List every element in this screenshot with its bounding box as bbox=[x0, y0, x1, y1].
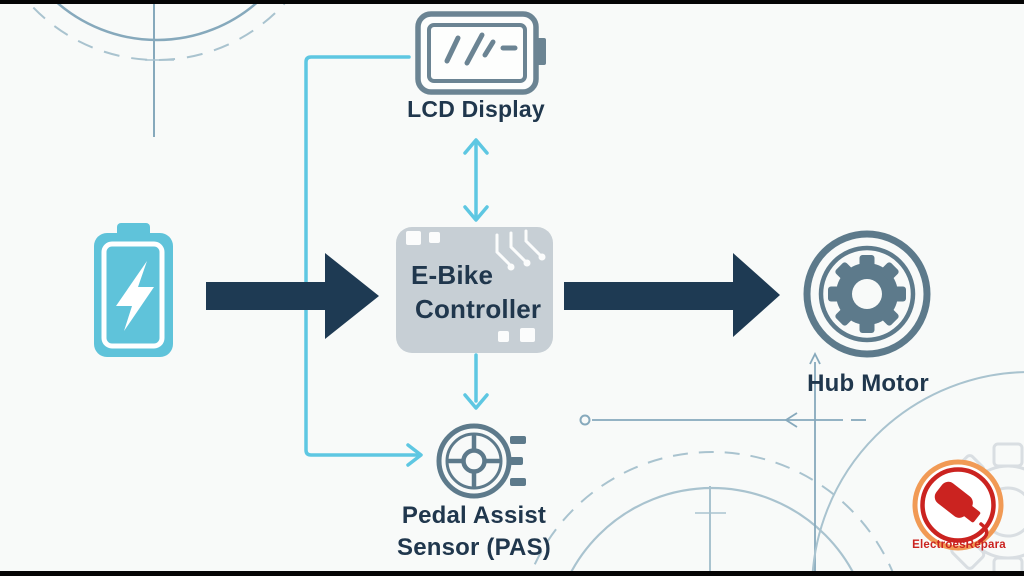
schematic-up-arrowhead bbox=[809, 351, 821, 365]
battery-charging-icon bbox=[94, 223, 173, 357]
arrowhead-up-icon bbox=[463, 138, 489, 155]
electroesrepara-logo-icon bbox=[912, 459, 1004, 551]
lcd-display-icon bbox=[415, 11, 546, 95]
repair-tool-icon bbox=[934, 481, 981, 523]
connector-battery-lcd-pas bbox=[304, 55, 419, 457]
lcd-display-label: LCD Display bbox=[407, 96, 545, 122]
cyan-elbow-connector bbox=[304, 55, 423, 467]
sensor-signal-bars bbox=[510, 436, 526, 486]
schematic-left-arrowhead bbox=[784, 412, 798, 428]
cyan-double-arrow-lcd bbox=[463, 138, 489, 222]
letterbox-bar-bottom bbox=[0, 571, 1024, 576]
circuit-traces bbox=[495, 229, 542, 266]
hub-motor-label: Hub Motor bbox=[807, 370, 929, 397]
controller-board-icon bbox=[396, 227, 553, 353]
controller-label-line1: E-Bike bbox=[411, 260, 494, 290]
schematic-node-circle bbox=[579, 414, 591, 426]
circle-arc-dashed-bottom bbox=[528, 451, 896, 576]
pas-label-line2: Sensor (PAS) bbox=[397, 534, 551, 561]
pas-label: Pedal Assist Sensor (PAS) bbox=[354, 500, 594, 564]
circle-arc-solid-bottom bbox=[567, 486, 857, 576]
arrow-battery-to-controller bbox=[206, 253, 379, 339]
hub-motor-gear-icon bbox=[803, 230, 931, 358]
controller-label-line2: Controller bbox=[415, 294, 542, 324]
cyan-down-arrow-pas bbox=[463, 353, 489, 410]
gear-arc-solid-top-left bbox=[52, 0, 262, 42]
arrowhead-down-icon bbox=[463, 205, 489, 222]
pas-label-line1: Pedal Assist bbox=[401, 502, 547, 529]
pas-wheel-icon bbox=[436, 423, 526, 499]
chip-pads bbox=[406, 231, 535, 342]
controller-label: E-Bike Controller bbox=[411, 258, 561, 326]
watermark-text: ElectroesRepara bbox=[912, 539, 1006, 551]
circuit-trace-dots bbox=[507, 253, 546, 271]
screen-glare-slashes bbox=[444, 32, 518, 66]
letterbox-bar-top bbox=[0, 0, 1024, 4]
lightning-bolt-icon bbox=[116, 261, 154, 331]
tool-cable-icon bbox=[978, 522, 989, 543]
arrowhead-down-icon bbox=[463, 393, 489, 410]
arrow-controller-to-hub bbox=[564, 253, 780, 337]
connector-arrowhead-to-pas bbox=[406, 443, 423, 467]
